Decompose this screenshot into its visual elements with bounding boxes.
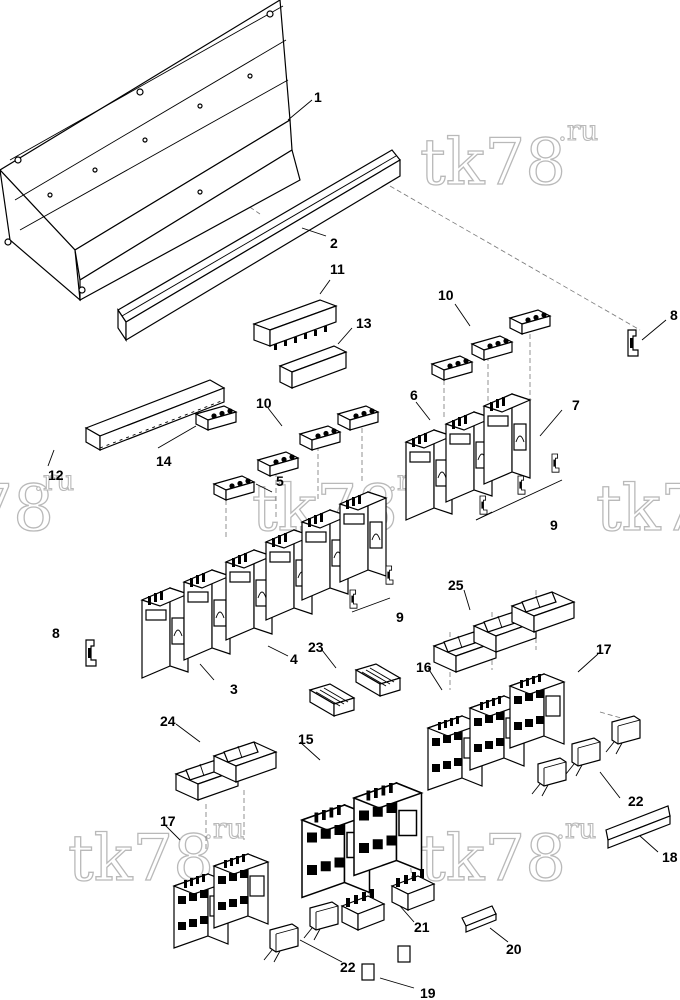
- callout-17-lower: 17: [160, 813, 176, 829]
- callout-3: 3: [230, 681, 238, 697]
- callout-15: 15: [298, 731, 314, 747]
- callout-9-middle: 9: [396, 609, 404, 625]
- callout-12: 12: [48, 467, 64, 483]
- watermark-main-7: tk78: [420, 822, 566, 896]
- cover-24: [175, 741, 277, 801]
- callout-6: 6: [410, 387, 418, 403]
- callout-20: 20: [506, 941, 522, 957]
- terminal-blocks-upper: [431, 309, 551, 381]
- callout-23: 23: [308, 639, 324, 655]
- callout-21: 21: [414, 919, 430, 935]
- covers-25: [433, 591, 575, 673]
- callout-7: 7: [572, 397, 580, 413]
- link-20: [461, 905, 497, 933]
- callout-2: 2: [330, 235, 338, 251]
- clip-lower: [85, 639, 97, 667]
- callout-19: 19: [420, 985, 436, 1000]
- callout-5: 5: [276, 473, 284, 489]
- busbar-upper: [252, 299, 338, 350]
- callout-16: 16: [416, 659, 432, 675]
- watermark-main-3: tk78: [0, 472, 54, 546]
- clip-upper: [627, 329, 639, 357]
- suppressors-lower: [263, 901, 339, 963]
- watermark-main-2: tk78: [420, 126, 566, 200]
- din-rail: [117, 149, 401, 342]
- contactors-large: [301, 782, 423, 899]
- busbar-long: [84, 379, 226, 452]
- mounting-plate: [0, 0, 301, 302]
- callout-22-lower: 22: [340, 959, 356, 975]
- callout-labels: 1 2 11 13 10 8 6 7 9 12 14 10 5 9 8 4 3 …: [48, 89, 678, 1000]
- callout-13: 13: [356, 315, 372, 331]
- bracket-18: [605, 805, 671, 849]
- callout-18: 18: [662, 849, 678, 865]
- callout-9-upper: 9: [550, 517, 558, 533]
- watermark-main-5: tk78: [596, 472, 680, 546]
- callout-11: 11: [330, 261, 345, 277]
- callout-22-upper: 22: [628, 793, 644, 809]
- callout-25: 25: [448, 577, 464, 593]
- busbar-cover: [278, 345, 348, 389]
- callout-10-upper: 10: [438, 287, 454, 303]
- watermark-sup-7: .ru: [556, 812, 596, 845]
- watermark-sup-2: .ru: [558, 114, 598, 147]
- callout-8-lower: 8: [52, 625, 60, 641]
- clips-19: [361, 945, 411, 981]
- callout-17-upper: 17: [596, 641, 612, 657]
- callout-1: 1: [314, 89, 322, 105]
- watermark-sup-3: .ru: [34, 464, 74, 497]
- callout-8-upper: 8: [670, 307, 678, 323]
- callout-4: 4: [290, 651, 298, 667]
- callout-24: 24: [160, 713, 176, 729]
- leader-lines: [47, 99, 667, 989]
- callout-10-middle: 10: [256, 395, 272, 411]
- combs-23: [309, 663, 401, 717]
- watermark-sup-6: .ru: [204, 812, 244, 845]
- callout-14: 14: [156, 453, 172, 469]
